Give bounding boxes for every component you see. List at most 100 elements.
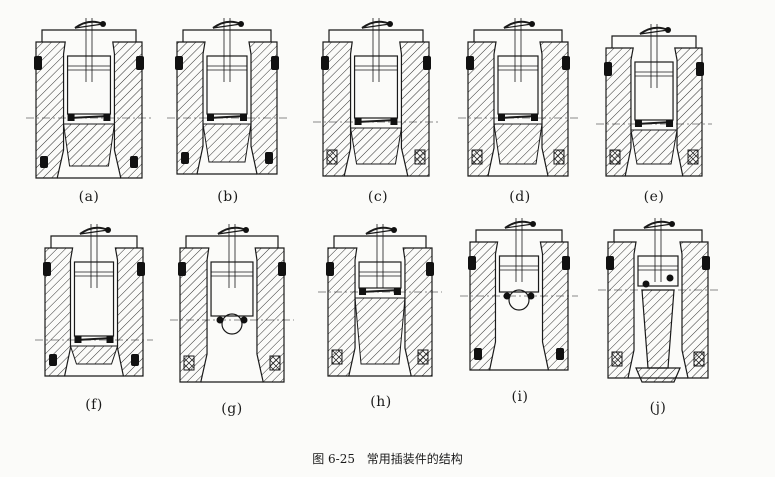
backup-ring	[331, 349, 343, 365]
cartridge-section-b	[167, 18, 287, 175]
spool-hatching	[493, 123, 543, 165]
o-ring-seal	[181, 152, 189, 164]
backup-ring	[414, 149, 426, 165]
valve-body-wall	[402, 247, 433, 377]
o-ring-seal	[466, 56, 474, 70]
o-ring-seal	[130, 156, 138, 168]
cartridge-section-j	[598, 218, 718, 383]
valve-body-wall	[679, 241, 709, 379]
valve-body-wall	[539, 41, 569, 177]
valve-body-wall	[467, 41, 497, 177]
seat-pin	[356, 119, 396, 123]
spool-chamber	[210, 261, 254, 317]
valve-body-wall	[327, 247, 358, 377]
o-ring-seal	[178, 262, 186, 276]
panel-label-c: (c)	[367, 189, 389, 205]
o-ring-seal	[43, 262, 51, 276]
o-ring-seal	[423, 56, 431, 70]
o-ring-seal	[606, 256, 614, 270]
backup-ring	[417, 349, 429, 365]
valve-body-wall	[322, 41, 353, 177]
spool-chamber	[353, 55, 399, 119]
seat-pin	[208, 115, 246, 119]
backup-ring	[693, 351, 705, 367]
figure-caption: 图 6-25 常用插装件的结构	[0, 452, 775, 466]
o-ring-seal	[562, 256, 570, 270]
cartridge-section-h	[318, 224, 442, 377]
spool-chamber	[634, 61, 674, 121]
spool-hatching	[349, 127, 403, 165]
valve-body-wall	[539, 241, 569, 371]
o-ring-seal	[49, 354, 57, 366]
valve-body-wall	[176, 41, 206, 175]
cartridge-section-e	[596, 24, 712, 177]
backup-ring	[183, 355, 195, 371]
seat-pin	[360, 289, 400, 293]
valve-body-wall	[254, 247, 285, 383]
valve-body-wall	[114, 247, 144, 377]
spool-chamber	[358, 261, 402, 289]
valve-body-wall	[399, 41, 430, 177]
panel-label-h: (h)	[370, 394, 392, 410]
o-ring-seal	[137, 262, 145, 276]
panel-label-f: (f)	[85, 397, 103, 413]
backup-ring	[609, 149, 621, 165]
backup-ring	[553, 149, 565, 165]
spool-hatching	[354, 297, 406, 365]
spool-chamber	[497, 55, 539, 115]
seat-pin	[76, 337, 112, 341]
spool-chamber	[637, 255, 679, 287]
spool-hatching	[62, 123, 116, 167]
spring-icon	[643, 220, 675, 229]
spool-hatching	[630, 129, 678, 165]
o-ring-seal	[136, 56, 144, 70]
o-ring-seal	[34, 56, 42, 70]
o-ring-seal	[40, 156, 48, 168]
spring-icon	[639, 26, 671, 35]
o-ring-seal	[562, 56, 570, 70]
cartridge-section-a	[26, 18, 152, 179]
o-ring-seal	[321, 56, 329, 70]
spring-icon	[212, 20, 244, 29]
spring-icon	[361, 20, 393, 29]
o-ring-seal	[604, 62, 612, 76]
backup-ring	[326, 149, 338, 165]
valve-body-wall	[248, 41, 278, 175]
seat-pin	[499, 115, 537, 119]
figure-title: 常用插装件的结构	[366, 452, 463, 466]
cartridge-section-d	[458, 18, 578, 177]
o-ring-seal	[696, 62, 704, 76]
cartridge-section-i	[460, 218, 578, 371]
o-ring-seal	[326, 262, 334, 276]
spring-icon	[365, 226, 397, 235]
valve-body-wall	[35, 41, 66, 179]
o-ring-seal	[702, 256, 710, 270]
spool-chamber	[498, 255, 540, 293]
spool-chamber	[73, 261, 115, 337]
valve-body-wall	[112, 41, 143, 179]
ball-poppet	[508, 289, 530, 311]
o-ring-seal	[265, 152, 273, 164]
spring-icon	[504, 220, 536, 229]
backup-ring	[471, 149, 483, 165]
spring-icon	[74, 20, 106, 29]
o-ring-seal	[271, 56, 279, 70]
valve-body-wall	[469, 241, 499, 371]
valve-body-wall	[674, 47, 703, 177]
cartridge-section-g	[170, 224, 294, 383]
spool-chamber	[66, 55, 112, 115]
panel-label-e: (e)	[643, 189, 665, 205]
spring-icon	[79, 226, 111, 235]
panel-label-g: (g)	[221, 401, 243, 417]
cartridge-section-c	[313, 18, 439, 177]
o-ring-seal	[468, 256, 476, 270]
valve-body-wall	[605, 47, 634, 177]
panel-label-j: (j)	[649, 400, 667, 416]
figure-number: 图 6-25	[312, 452, 355, 466]
o-ring-seal	[175, 56, 183, 70]
panel-label-i: (i)	[511, 389, 529, 405]
cone-poppet	[641, 289, 675, 369]
o-ring-seal	[426, 262, 434, 276]
